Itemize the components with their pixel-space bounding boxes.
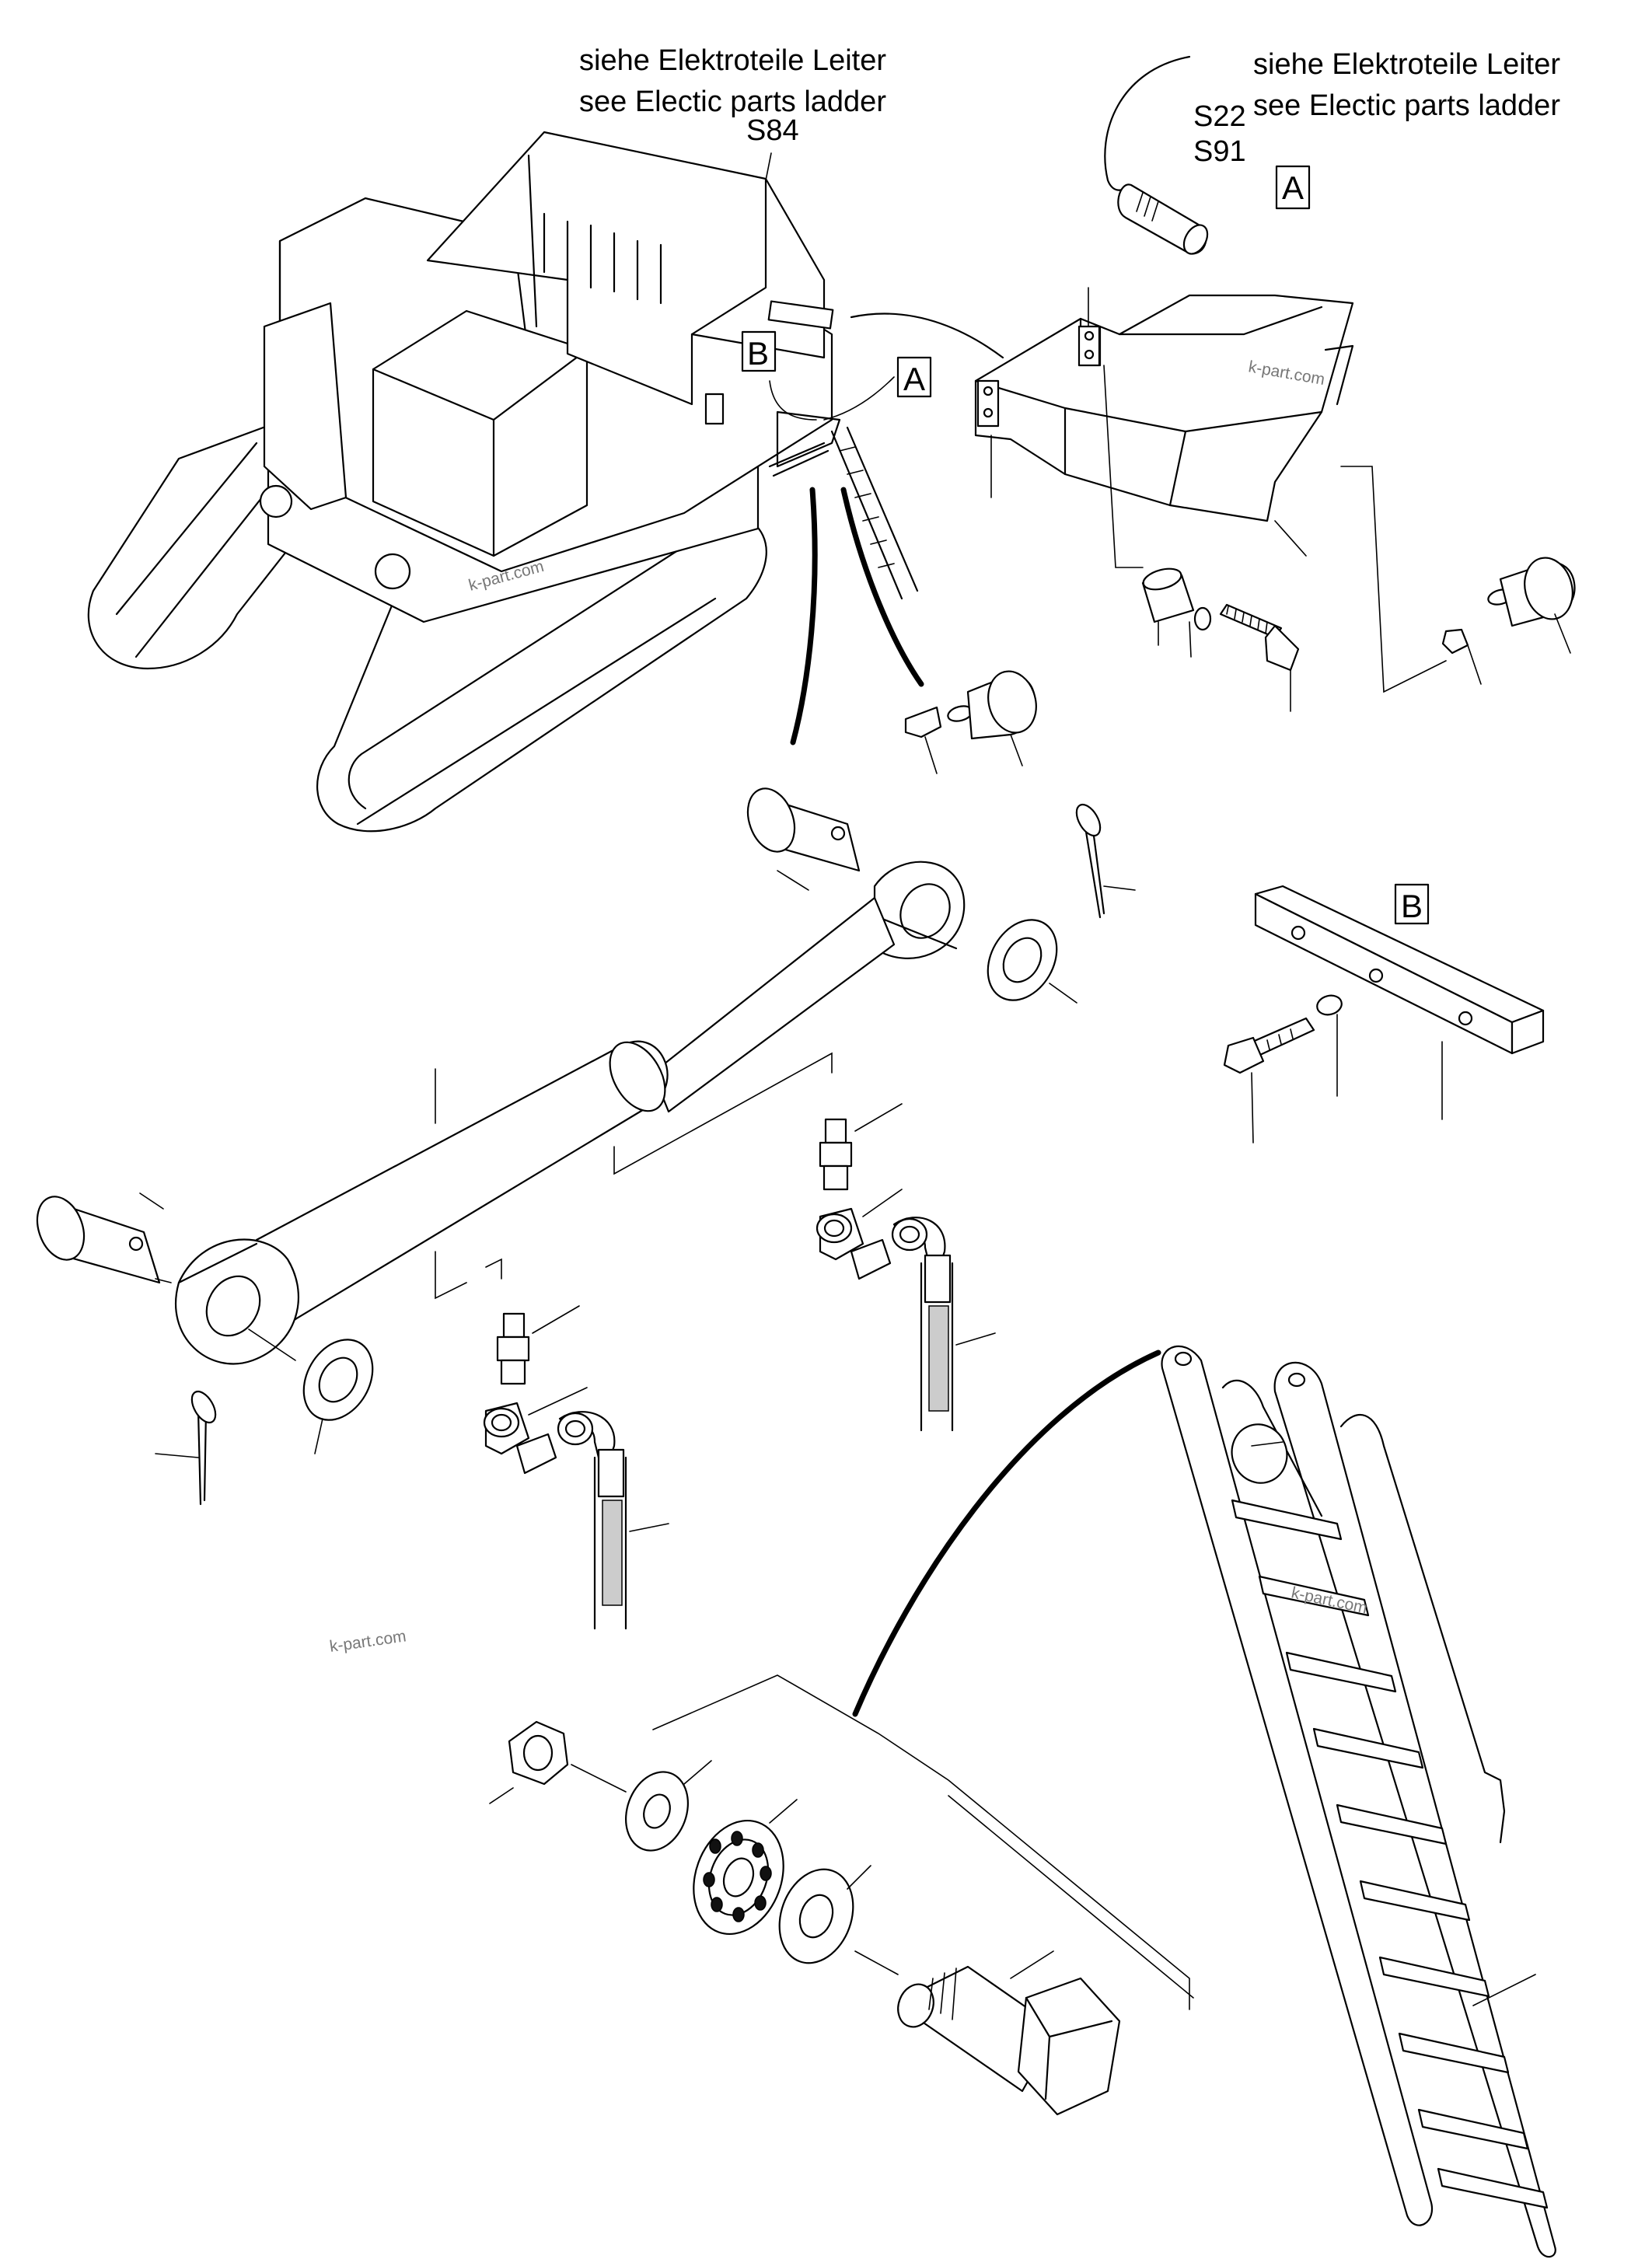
bearing-rollers (703, 1831, 772, 1922)
detail-letter-machine-A: A (903, 361, 925, 397)
sensor-bracket (974, 287, 1447, 693)
hose-fitting-left (483, 1305, 669, 1630)
detail-letter-bar-B: B (1401, 888, 1423, 924)
pivot-bearing-set (489, 1674, 1194, 2116)
detail-letter-sensor-A: A (1282, 169, 1304, 206)
detail-letter-machine-B: B (747, 335, 769, 372)
rubber-buffer-middle (904, 670, 1037, 774)
mounting-bar (1223, 885, 1545, 1143)
bracket-fasteners (1141, 567, 1300, 712)
pointer-curves (790, 487, 1161, 1717)
watermark-cylinder: k-part.com (328, 1627, 407, 1656)
note-left-line1: siehe Elektroteile Leiter (579, 44, 886, 77)
detail-callouts-machine: B A (741, 312, 1004, 421)
access-ladder (1161, 1345, 1556, 2258)
note-right-line1: siehe Elektroteile Leiter (1253, 48, 1560, 81)
excavator-body (87, 131, 919, 833)
hydraulic-cylinder (36, 787, 1136, 1506)
note-right-code2: S91 (1193, 135, 1246, 168)
proximity-sensor (1104, 55, 1209, 255)
hose-fitting-right (816, 1103, 996, 1432)
ladder-rungs (1231, 1499, 1549, 2209)
note-right-line2: see Electic parts ladder (1253, 89, 1560, 122)
note-left-line2: see Electic parts ladder (579, 86, 886, 118)
note-right-code1: S22 (1193, 100, 1246, 133)
note-left-code: S84 (746, 114, 799, 147)
rubber-buffer-right (1441, 557, 1576, 685)
note-electric-parts-right: siehe Elektroteile Leiter see Electic pa… (1193, 48, 1560, 168)
note-electric-parts-left: siehe Elektroteile Leiter see Electic pa… (579, 44, 886, 407)
detail-box-bar-B: B (1394, 883, 1430, 925)
detail-box-sensor-A: A (1275, 165, 1311, 210)
